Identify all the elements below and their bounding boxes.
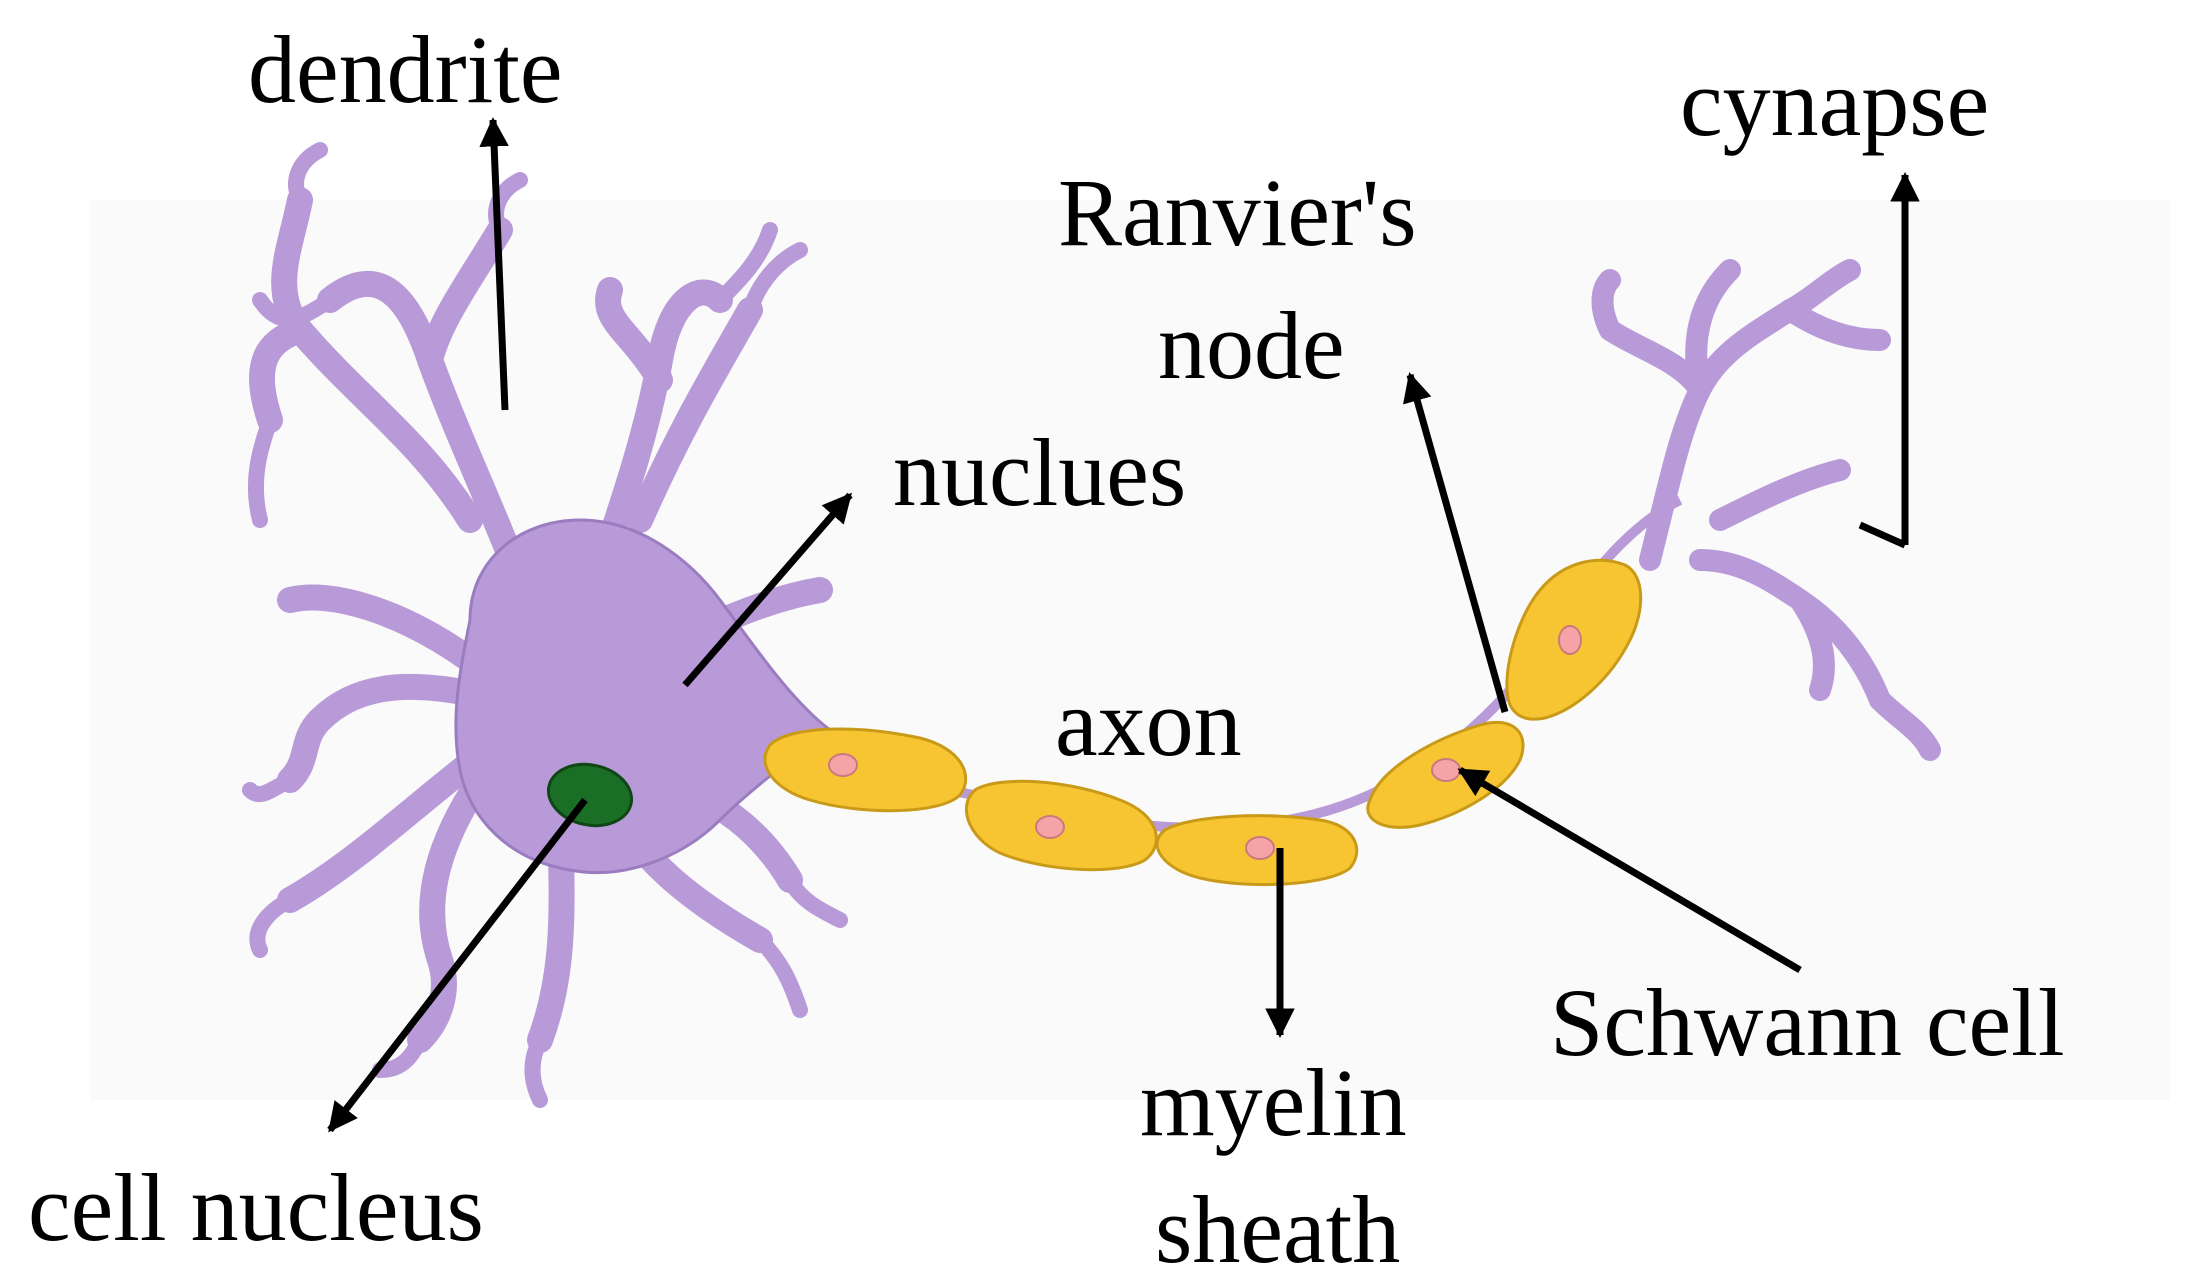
arrow-ranvier [1403, 372, 1509, 713]
label-nucleus: nuclues [893, 419, 1186, 526]
arrow-dendrite [479, 117, 509, 411]
arrow-schwann [1457, 766, 1802, 974]
label-cell-nucleus: cell nucleus [28, 1154, 484, 1261]
label-ranvier-line2: node [1158, 292, 1345, 399]
soma-dendrites [242, 142, 848, 1108]
label-axon: axon [1055, 669, 1242, 776]
label-schwann-cell: Schwann cell [1550, 969, 2065, 1076]
cell-nucleus [546, 762, 634, 828]
label-myelin-line1: myelin [1140, 1049, 1407, 1156]
arrow-nucleus [682, 492, 853, 688]
label-synapse: cynapse [1680, 49, 1989, 156]
label-ranvier-line1: Ranvier's [1058, 159, 1417, 266]
myelin-segment [763, 727, 968, 813]
label-dendrite: dendrite [248, 16, 563, 123]
arrow-synapse-connector [1858, 521, 1907, 549]
label-arrows [327, 117, 1920, 1133]
arrow-cell-nucleus [327, 797, 588, 1133]
axon-terminal [1591, 259, 1941, 761]
label-myelin-line2: sheath [1155, 1176, 1400, 1273]
schwann-nuclei [828, 625, 1582, 860]
